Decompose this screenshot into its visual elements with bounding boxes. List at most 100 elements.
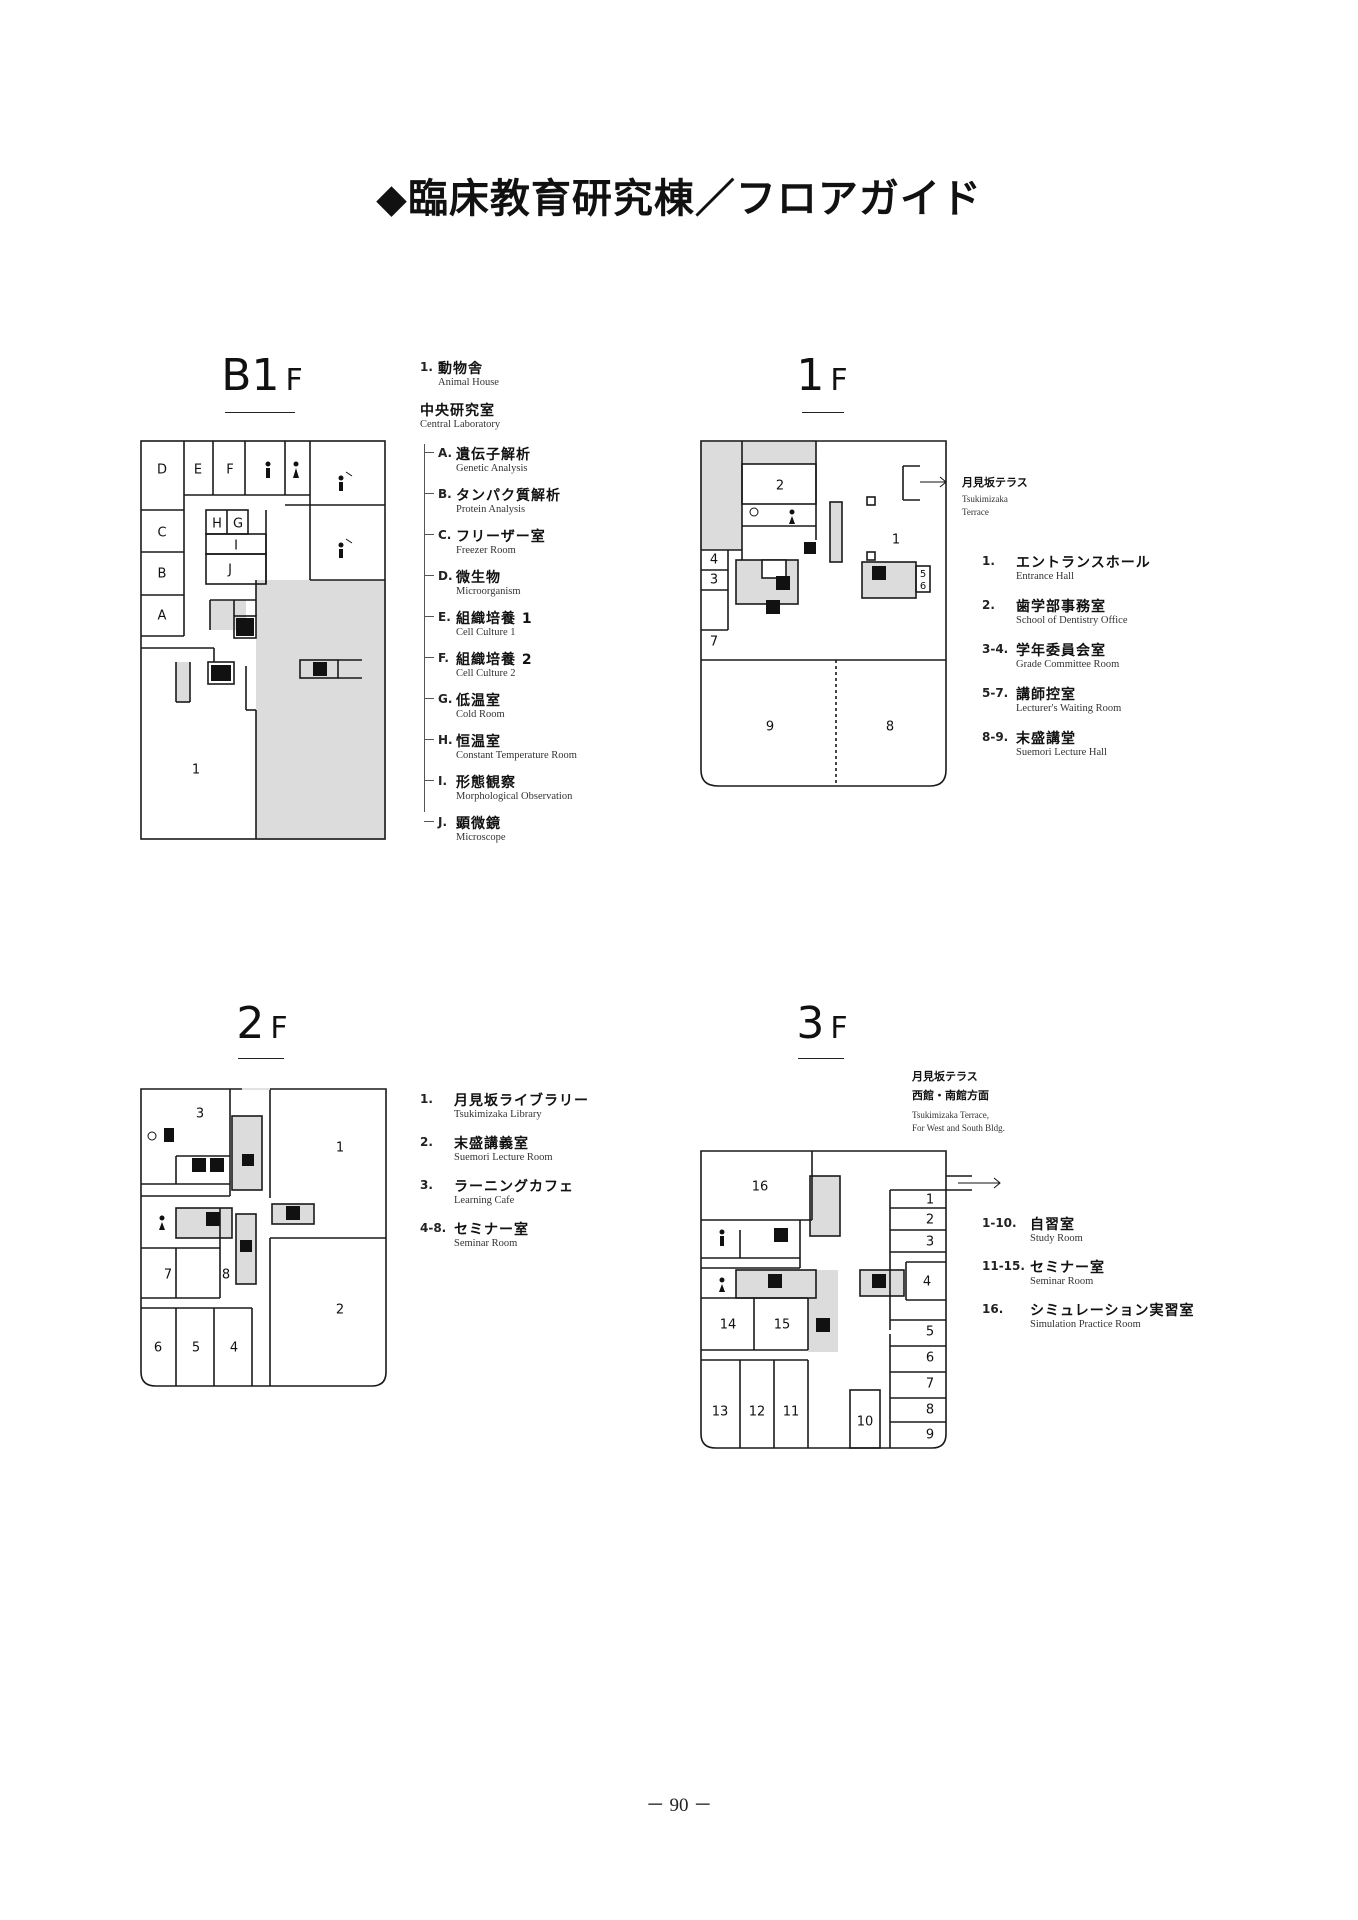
- legend-japanese: ラーニングカフェ: [454, 1179, 574, 1195]
- floor-plan-b1: D E F C H G I B J A 1: [140, 440, 386, 840]
- 1f-room-2: 2: [776, 479, 784, 494]
- floor-rule-b1: [225, 412, 295, 413]
- legend-bracket: [424, 444, 425, 812]
- legend-japanese: 低温室: [456, 693, 501, 709]
- legend-english: Seminar Room: [1030, 1276, 1094, 1287]
- legend-english: Tsukimizaka Library: [454, 1109, 542, 1120]
- legend-english: Study Room: [1030, 1233, 1083, 1244]
- legend-english: Morphological Observation: [456, 791, 573, 802]
- 3f-room-13: 13: [712, 1405, 729, 1420]
- emergency-exit-icon: [313, 662, 327, 676]
- b1-room-1: 1: [192, 763, 200, 778]
- legend-japanese: セミナー室: [454, 1222, 529, 1238]
- b1-room-c: C: [157, 526, 166, 541]
- 1f-room-6: 6: [920, 581, 926, 592]
- legend-english: Protein Analysis: [456, 504, 526, 515]
- legend-japanese: シミュレーション実習室: [1030, 1303, 1195, 1319]
- legend-japanese: 末盛講堂: [1016, 731, 1076, 747]
- legend-japanese: 末盛講義室: [454, 1136, 529, 1152]
- b1-room-f: F: [226, 463, 233, 478]
- b1-room-g: G: [233, 517, 243, 532]
- restroom-female-icon: [719, 1277, 725, 1292]
- 1f-room-4: 4: [710, 553, 718, 568]
- legend-english: Constant Temperature Room: [456, 750, 577, 761]
- legend-japanese: 微生物: [456, 570, 501, 586]
- legend-english: Central Laboratory: [420, 419, 501, 430]
- terrace-english: For West and South Bldg.: [912, 1123, 1005, 1133]
- legend-number: G.: [438, 692, 453, 706]
- legend-japanese: エントランスホール: [1016, 555, 1151, 571]
- stairs-icon: [240, 1240, 252, 1252]
- 3f-room-14: 14: [720, 1318, 737, 1333]
- legend-english: Animal House: [438, 377, 499, 388]
- legend-japanese: タンパク質解析: [456, 488, 561, 504]
- emergency-exit-icon: [774, 1228, 788, 1242]
- accessible-restroom-icon: [749, 507, 759, 517]
- 1f-room-1: 1: [892, 533, 900, 548]
- 3f-room-9: 9: [926, 1428, 934, 1443]
- legend-number: 1.: [982, 554, 995, 568]
- 2f-room-6: 6: [154, 1341, 162, 1356]
- 2f-room-2: 2: [336, 1303, 344, 1318]
- 1f-room-8: 8: [886, 720, 894, 735]
- floor-rule-2f: [238, 1058, 284, 1059]
- terrace-note-1f: 月見坂テラス Tsukimizaka Terrace: [962, 474, 1028, 519]
- legend-japanese: 自習室: [1030, 1217, 1075, 1233]
- emergency-exit-icon: [872, 1274, 886, 1288]
- emergency-exit-icon: [210, 1158, 224, 1172]
- legend-number: 2.: [420, 1135, 433, 1149]
- restroom-female-icon: [159, 1215, 165, 1230]
- terrace-english: Tsukimizaka Terrace,: [912, 1110, 990, 1120]
- stairs-icon: [242, 1154, 254, 1166]
- 1f-room-9: 9: [766, 720, 774, 735]
- legend-english: Seminar Room: [454, 1238, 518, 1249]
- 3f-room-8: 8: [926, 1403, 934, 1418]
- b1-room-h: H: [212, 517, 222, 532]
- legend-number: I.: [438, 774, 448, 788]
- legend-number: 1.: [420, 1092, 433, 1106]
- legend-english: Entrance Hall: [1016, 571, 1075, 582]
- legend-number: 3-4.: [982, 642, 1009, 656]
- legend-number: H.: [438, 733, 453, 747]
- legend-japanese: 動物舎: [438, 361, 483, 377]
- terrace-arrow-icon: [920, 476, 947, 488]
- legend-number: A.: [438, 446, 453, 460]
- 3f-room-11: 11: [783, 1405, 800, 1420]
- legend-number: D.: [438, 569, 453, 583]
- legend-japanese: 中央研究室: [420, 403, 495, 419]
- b1-room-d: D: [157, 463, 167, 478]
- restroom-male-icon: [265, 461, 271, 478]
- legend-english: Learning Cafe: [454, 1195, 515, 1206]
- b1-room-b: B: [158, 567, 167, 582]
- 3f-room-10: 10: [857, 1415, 874, 1430]
- 1f-room-7: 7: [710, 635, 718, 650]
- legend-number: 5-7.: [982, 686, 1009, 700]
- 3f-room-5: 5: [926, 1325, 934, 1340]
- elevator-icon: [768, 1274, 782, 1288]
- 1f-room-5: 5: [920, 569, 926, 580]
- legend-japanese: 講師控室: [1016, 687, 1076, 703]
- page-title: ◆臨床教育研究棟／フロアガイド: [376, 176, 982, 222]
- legend-english: Freezer Room: [456, 545, 516, 556]
- 3f-room-1: 1: [926, 1193, 934, 1208]
- terrace-japanese: 月見坂テラス: [962, 476, 1028, 489]
- legend-japanese: 組織培養 1: [456, 611, 533, 627]
- emergency-exit-icon: [286, 1206, 300, 1220]
- legend-japanese: セミナー室: [1030, 1260, 1105, 1276]
- floor-plan-2f: 3 1 2 7 8 6 5 4: [140, 1088, 387, 1387]
- 3f-room-4: 4: [923, 1275, 931, 1290]
- floor-plan-1f: 2 1 4 3 5 6 7 9 8: [700, 440, 947, 787]
- floor-plan-3f: 16 1 2 3 4 5 6 7 8 9 10 11 12 13 14 15: [700, 1150, 1001, 1449]
- terrace-note-3f: 月見坂テラス 西館・南館方面 Tsukimizaka Terrace, For …: [912, 1068, 1005, 1135]
- legend-number: 4-8.: [420, 1221, 447, 1235]
- 3f-room-2: 2: [926, 1213, 934, 1228]
- 3f-room-3: 3: [926, 1235, 934, 1250]
- legend-number: F.: [438, 651, 449, 665]
- terrace-japanese: 月見坂テラス: [912, 1070, 978, 1083]
- legend-japanese: 月見坂ライブラリー: [454, 1093, 589, 1109]
- terrace-english: Terrace: [962, 507, 989, 517]
- legend-number: 3.: [420, 1178, 433, 1192]
